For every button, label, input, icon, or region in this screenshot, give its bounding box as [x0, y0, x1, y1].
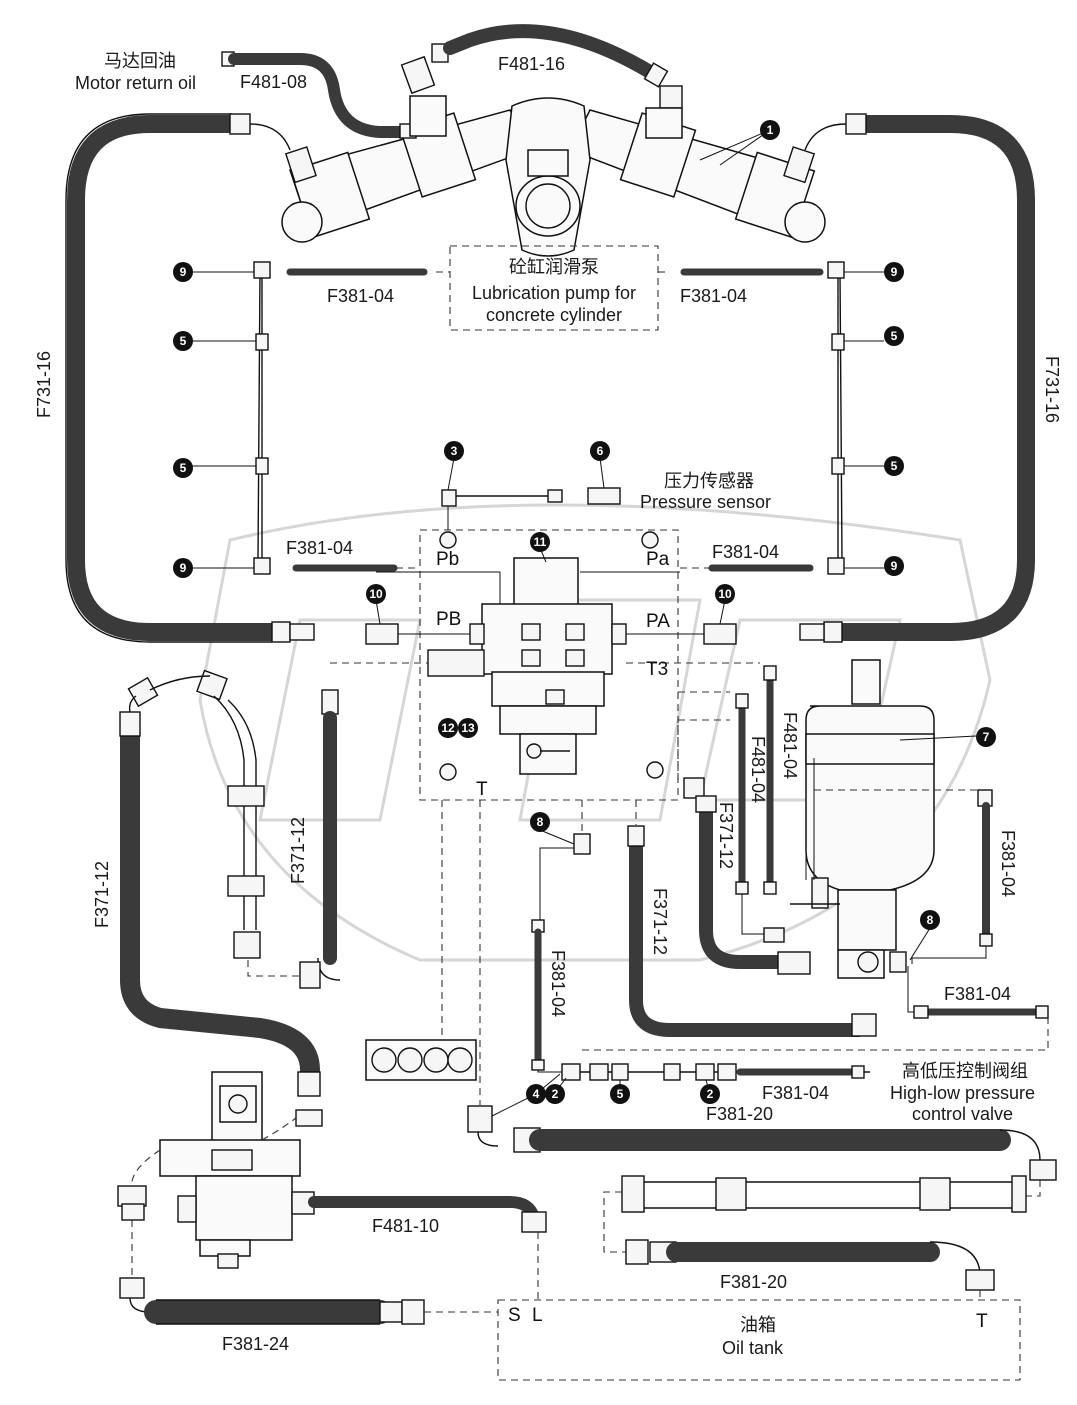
suction-hose — [117, 1185, 498, 1325]
hose-f371-12-far — [119, 675, 323, 1127]
port-t3: T3 — [646, 659, 669, 680]
oil-tank-box — [497, 1299, 1021, 1381]
callout-8-center: 8 — [530, 812, 550, 832]
oil-tank-label-en: Oil tank — [722, 1338, 784, 1358]
callout-5-valve: 5 — [610, 1084, 630, 1104]
port-pa: PA — [646, 611, 670, 632]
hose-label-valve-f381-20: F381-20 — [706, 1104, 774, 1124]
port-s: S — [508, 1305, 521, 1326]
callout-5-left-a: 5 — [173, 331, 193, 351]
callout-9-top-left: 9 — [173, 262, 193, 282]
callout-5-right-b: 5 — [884, 456, 904, 476]
hose-label-lub-bottom-right: F381-04 — [712, 542, 780, 562]
loop-hose-left — [65, 113, 315, 643]
center-f381-line — [531, 833, 870, 1081]
hl-valve-label-en-2: control valve — [912, 1104, 1014, 1124]
hl-valve-label-en-1: High-low pressure — [890, 1083, 1036, 1103]
callout-5-right-a: 5 — [884, 326, 904, 346]
callout-8-right: 8 — [920, 910, 940, 930]
hose-label-f381-04-bottom-right: F381-04 — [944, 984, 1012, 1004]
hose-label-f371-12-mid: F371-12 — [288, 816, 308, 884]
lub-pump-label-en-2: concrete cylinder — [485, 305, 623, 325]
lub-pump-box — [449, 245, 659, 331]
hose-label-f481-08: F481-08 — [240, 72, 308, 92]
callout-13: 13 — [458, 718, 478, 738]
hose-f371-12-mid — [247, 689, 341, 989]
valve-leaders — [330, 505, 760, 1105]
hose-label-f381-20-tank: F381-20 — [720, 1272, 788, 1292]
callout-7: 7 — [976, 727, 996, 747]
hose-label-lub-top-left: F381-04 — [327, 286, 395, 306]
hose-label-lub-top-right: F381-04 — [680, 286, 748, 306]
hose-label-f371-12-far: F371-12 — [92, 860, 112, 928]
hose-f481-08 — [221, 51, 417, 139]
callout-2-right: 2 — [700, 1084, 720, 1104]
hose-label-f481-10: F481-10 — [372, 1216, 440, 1236]
pressure-sensor-label-cn: 压力传感器 — [664, 471, 754, 492]
return-pipe-lower — [603, 1175, 1027, 1300]
right-f381-hose — [907, 789, 1049, 1019]
callout-6: 6 — [590, 441, 610, 461]
swing-valve-housing — [505, 97, 591, 257]
port-t-tank: T — [976, 1311, 988, 1332]
lub-pump-label-cn: 砼缸润滑泵 — [509, 257, 599, 278]
return-hose-long — [467, 1105, 1057, 1197]
port-t-valve: T — [476, 779, 488, 800]
port-pb: PB — [436, 609, 462, 630]
motor-return-label-cn: 马达回油 — [104, 51, 176, 72]
hose-f481-16 — [400, 24, 683, 139]
center-right-hoses — [582, 665, 1049, 1051]
hose-label-f481-04-b: F481-04 — [780, 712, 800, 780]
lub-pump-label-en-1: Lubrication pump for — [471, 283, 637, 303]
hose-label-valve-f381-04: F381-04 — [762, 1083, 830, 1103]
hose-label-lub-bottom-left: F381-04 — [286, 538, 354, 558]
hose-label-f371-12-a: F371-12 — [716, 802, 736, 870]
concrete-cylinder-right — [568, 109, 847, 243]
callout-12: 12 — [438, 718, 458, 738]
hose-label-f381-04-right: F381-04 — [998, 830, 1018, 898]
hl-valve-label-cn: 高低压控制阀组 — [902, 1061, 1028, 1082]
callout-9-bottom-left: 9 — [173, 558, 193, 578]
pipe-left — [196, 669, 265, 959]
motor-return-label-en: Motor return oil — [75, 73, 197, 93]
filter-block — [365, 1039, 477, 1081]
hose-label-f381-04-center: F381-04 — [548, 950, 568, 1018]
port-pa-small: Pa — [646, 549, 670, 570]
pressure-sensor-label-en: Pressure sensor — [640, 492, 772, 512]
callout-10-left: 10 — [366, 584, 386, 604]
callout-4: 4 — [526, 1084, 546, 1104]
hose-label-f481-04-a: F481-04 — [748, 736, 768, 804]
callout-1: 1 — [760, 120, 780, 140]
callout-10-right: 10 — [715, 584, 735, 604]
pressure-sensor-line — [441, 487, 621, 507]
loop-hose-right — [799, 113, 1035, 643]
callout-9-top-right: 9 — [884, 262, 904, 282]
callout-9-bottom-right: 9 — [884, 556, 904, 576]
hose-label-f731-16-left: F731-16 — [34, 350, 54, 418]
callout-2-left: 2 — [545, 1084, 565, 1104]
callout-5-left-b: 5 — [173, 458, 193, 478]
main-valve-block — [365, 531, 737, 781]
hose-f481-10 — [291, 1191, 547, 1300]
oil-tank-label-cn: 油箱 — [740, 1315, 776, 1336]
port-l: L — [532, 1305, 543, 1326]
hose-label-f481-16: F481-16 — [498, 54, 566, 74]
hose-label-f731-16-right: F731-16 — [1042, 356, 1062, 424]
lub-lines — [190, 261, 884, 575]
accumulator — [790, 659, 980, 979]
callout-3: 3 — [444, 441, 464, 461]
main-pump — [131, 1071, 301, 1269]
hose-label-f371-12-b: F371-12 — [650, 888, 670, 956]
callout-11: 11 — [530, 532, 550, 552]
port-pb-small: Pb — [436, 549, 460, 570]
hose-label-f381-24: F381-24 — [222, 1334, 290, 1354]
